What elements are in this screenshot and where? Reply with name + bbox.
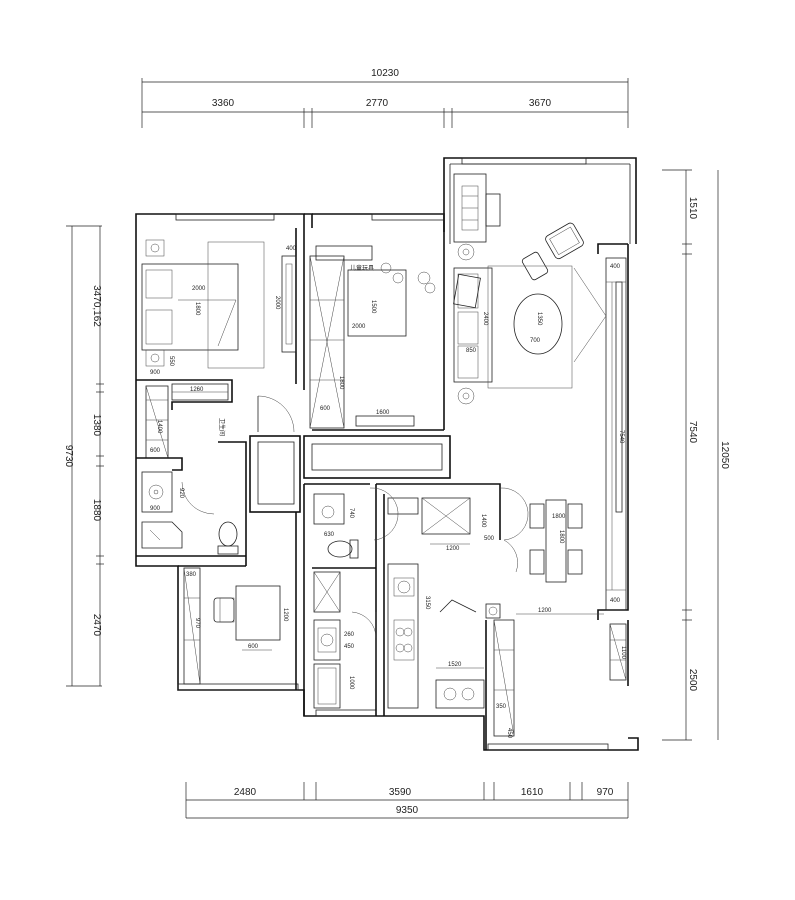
- dim-left-seg-2: 1380: [91, 414, 102, 437]
- dim-right-seg-3: 2500: [687, 669, 698, 692]
- master-side2: 900: [150, 370, 161, 376]
- dim-left-seg-1: 3470,162: [91, 285, 102, 327]
- living-tv-wall: 7540: [618, 430, 624, 444]
- living-wall-bottom: 400: [610, 598, 621, 604]
- living-table-d: 700: [530, 338, 541, 344]
- second-bed-w: 2000: [352, 324, 366, 330]
- dim-right-seg-2: 7540: [687, 421, 698, 444]
- master-bath-basin: 900: [150, 506, 161, 512]
- dimension-bottom: 2480 3590 1610 970 9350: [185, 782, 629, 819]
- dim-top-seg-2: 2770: [366, 98, 389, 109]
- windows: [175, 157, 623, 751]
- dim-top-seg-3: 3670: [529, 98, 552, 109]
- bath2-basin: 740: [348, 508, 354, 519]
- second-wardrobe: 1800: [338, 376, 344, 390]
- dim-left-seg-3: 1880: [91, 499, 102, 522]
- study-wardrobe: 380: [186, 572, 197, 578]
- dim-bottom-seg-1: 2480: [234, 787, 257, 798]
- kitchen-tall: 350: [496, 704, 507, 710]
- kitchen-tall2: 450: [506, 728, 512, 739]
- master-wardrobe-h: 1400: [156, 420, 162, 434]
- second-toy-note: 儿童玩具: [350, 264, 374, 272]
- kitchen-fridge-w: 1200: [446, 546, 460, 552]
- corridor: [249, 435, 451, 560]
- kitchen-cab: 1400: [480, 514, 486, 528]
- dining: 1800 1800 1200 1100: [516, 499, 627, 681]
- study-desk: [235, 585, 281, 641]
- dining-chair: 1800: [552, 514, 566, 520]
- master-bed-h: 1800: [194, 302, 200, 316]
- dim-bottom-seg-4: 970: [597, 787, 614, 798]
- master-side: 550: [168, 356, 174, 367]
- study-desk-w: 600: [248, 644, 259, 650]
- kitchen-counter: 3150: [424, 596, 430, 610]
- living-wall-top: 400: [610, 264, 621, 270]
- dimension-right: 1510 7540 2500 12050: [662, 169, 730, 741]
- master-bathroom: 920 900: [136, 441, 247, 566]
- study: 380 970 1200 600: [178, 560, 297, 690]
- second-bedroom: 1800 600 2000 1500 儿童玩具 1600: [309, 232, 445, 431]
- dim-right-total: 12050: [719, 441, 730, 469]
- study-desk-label: 1200: [282, 608, 288, 622]
- living-table: 1350: [536, 312, 542, 326]
- dim-top-total: 10230: [371, 68, 399, 79]
- master-wardrobe-d: 600: [150, 448, 161, 454]
- bath2-cab2: 450: [344, 644, 355, 650]
- dim-right-seg-1: 1510: [687, 197, 698, 220]
- master-toilet-note: 卫生间: [218, 418, 226, 436]
- dimension-top: 10230 3360 2770 3670: [141, 68, 629, 128]
- master-tv: 2000: [274, 296, 280, 310]
- kitchen-fridge: [421, 497, 471, 535]
- second-desk: 1600: [376, 410, 390, 416]
- dimension-left: 9730 3470,162 1380 1880 2470: [63, 225, 104, 687]
- balcony-cab: 1100: [620, 646, 626, 660]
- dim-left-seg-4: 2470: [91, 614, 102, 637]
- master-bed: [141, 263, 239, 351]
- dim-bottom-seg-3: 1610: [521, 787, 544, 798]
- second-wardrobe-d: 600: [320, 406, 331, 412]
- study-wardrobe-h: 970: [194, 618, 200, 629]
- master-bed-w: 2000: [192, 286, 206, 292]
- living-sofa-d: 850: [466, 348, 477, 354]
- second-bed-h: 1500: [370, 300, 376, 314]
- master-bedroom: 2000 1800 550 900 2000 400 1260 1400 600…: [136, 228, 305, 515]
- dim-left-total: 9730: [63, 445, 74, 468]
- second-bed: [347, 269, 407, 337]
- kitchen-cab-d: 500: [484, 536, 495, 542]
- living-room: 2400 850 1350 700 400 7540 400: [453, 173, 627, 611]
- dim-bottom-seg-2: 3590: [389, 787, 412, 798]
- bath2-cab3: 1000: [348, 676, 354, 690]
- master-tv-depth: 400: [286, 246, 297, 252]
- bath2-cab: 260: [344, 632, 355, 638]
- dining-side: 1200: [538, 608, 552, 614]
- master-bath-door: 920: [178, 488, 184, 499]
- dining-table: 1800: [558, 530, 564, 544]
- dim-bottom-total: 9350: [396, 805, 419, 816]
- outer-walls: [135, 157, 639, 751]
- living-sofa: 2400: [482, 312, 488, 326]
- bathroom-two: 740 630 260 450 1000: [303, 483, 399, 716]
- master-wardrobe: 1260: [190, 387, 204, 393]
- kitchen-sink: 1520: [448, 662, 462, 668]
- kitchen: 1200 1400 500 3150 1520 350 450: [375, 483, 529, 750]
- dim-top-seg-1: 3360: [212, 98, 235, 109]
- bath2-basin-d: 630: [324, 532, 335, 538]
